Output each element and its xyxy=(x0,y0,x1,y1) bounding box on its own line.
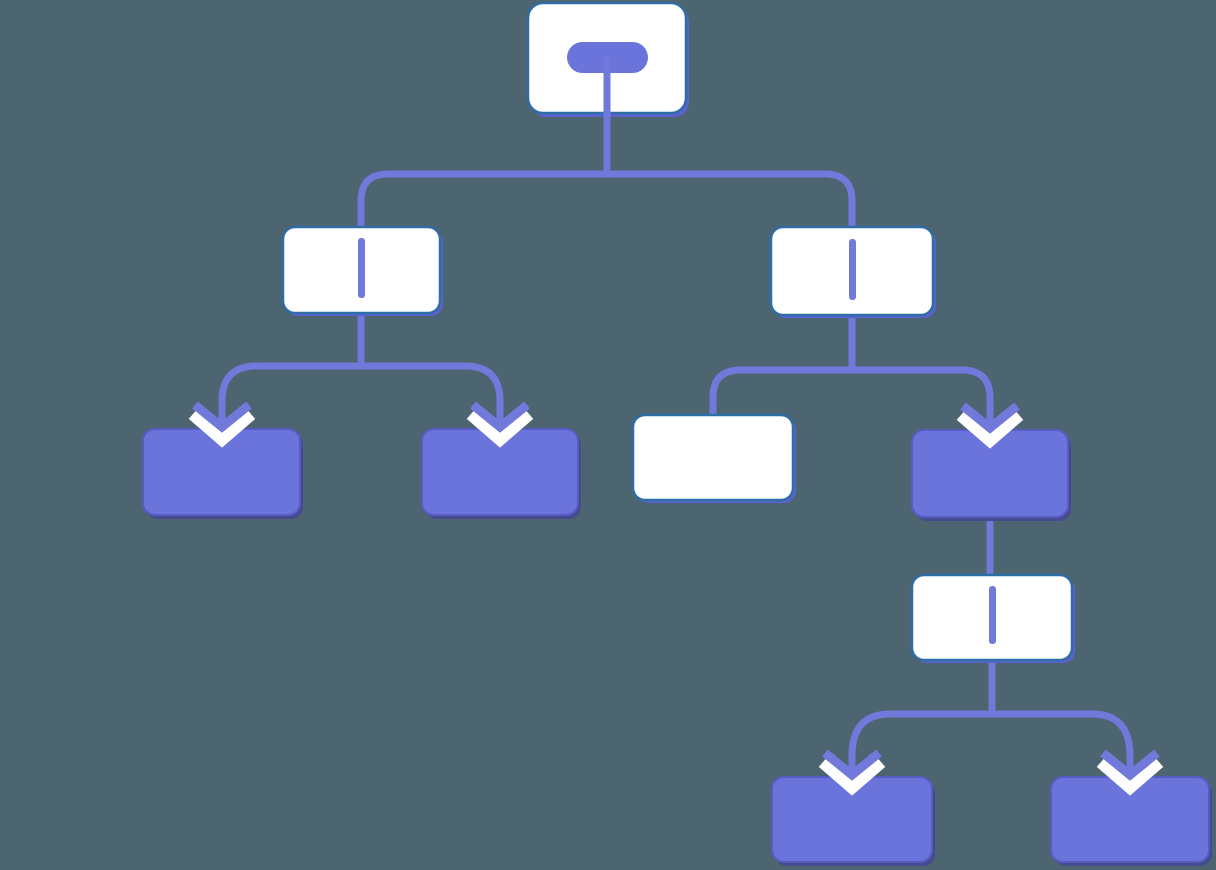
node-branch-bottom[interactable] xyxy=(910,573,1075,663)
connector-rail xyxy=(848,710,1134,781)
chevron-white-halo xyxy=(466,409,534,448)
node-leaf-1[interactable] xyxy=(142,428,303,519)
chevron-purple xyxy=(960,402,1020,434)
connector-rail xyxy=(218,362,504,433)
node-branch-right[interactable] xyxy=(769,225,936,318)
node-leaf-4[interactable] xyxy=(771,776,935,866)
node-leaf-3[interactable] xyxy=(631,413,796,503)
chevron-purple xyxy=(192,401,252,433)
collapse-chevron-icon-leaf-5[interactable] xyxy=(1096,749,1164,796)
connector-rail xyxy=(709,366,994,434)
node-root[interactable] xyxy=(526,1,689,177)
node-leaf-5[interactable] xyxy=(1050,776,1212,866)
chevron-white-halo xyxy=(188,409,256,448)
pass-through-bar-icon xyxy=(358,238,365,298)
chevron-purple xyxy=(822,749,882,781)
node-body[interactable] xyxy=(631,413,795,502)
chevron-white-halo xyxy=(1096,757,1164,796)
connector-bottom-branch-split xyxy=(848,659,1134,781)
connector-right-branch-split xyxy=(709,315,994,434)
chevron-purple xyxy=(1100,749,1160,781)
collapse-chevron-icon-leaf-2[interactable] xyxy=(466,401,534,448)
chevron-white-halo xyxy=(956,410,1024,449)
chevron-purple xyxy=(470,401,530,433)
node-branch-left[interactable] xyxy=(281,225,443,316)
pass-through-bar-icon xyxy=(989,586,996,644)
connector-left-branch-split xyxy=(218,362,504,433)
collapse-chevron-icon-leaf-4[interactable] xyxy=(818,749,886,796)
collapse-chevron-icon-leaf-1[interactable] xyxy=(188,401,256,448)
node-leaf-2[interactable] xyxy=(421,428,581,519)
connector-rail xyxy=(357,170,856,228)
collapse-chevron-icon-right-node[interactable] xyxy=(956,402,1024,449)
chevron-white-halo xyxy=(818,757,886,796)
pass-through-bar-icon xyxy=(849,239,856,300)
